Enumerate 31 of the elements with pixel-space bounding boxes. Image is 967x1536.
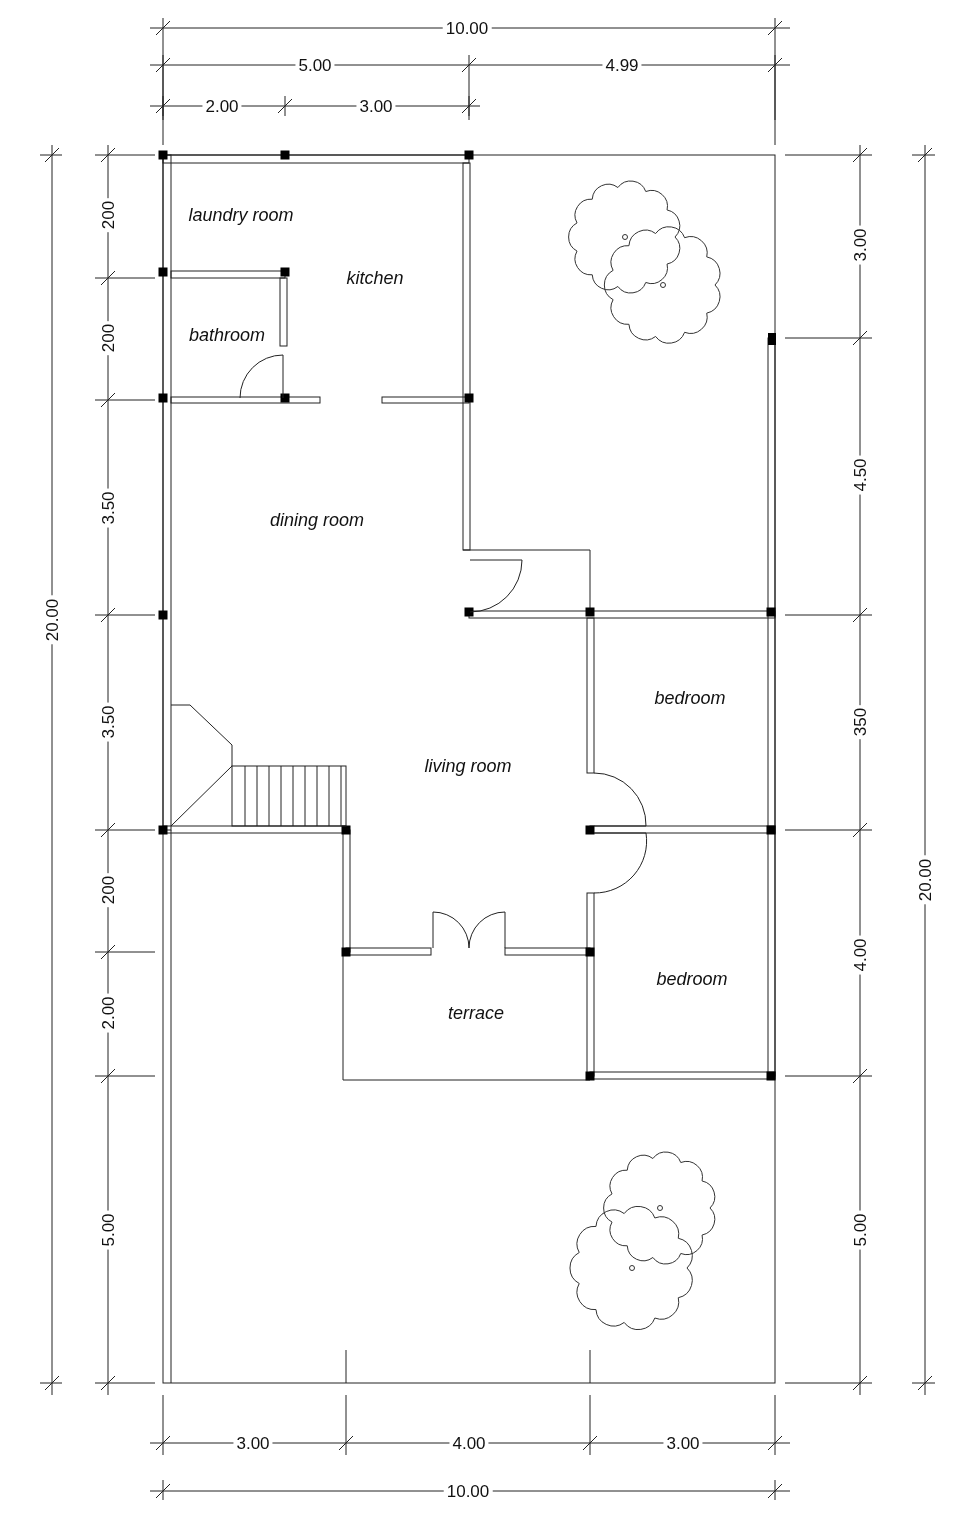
dimension-label: 5.00: [851, 1210, 869, 1250]
dimension-label: 4.00: [449, 1434, 489, 1452]
dimension-label: 10.00: [442, 19, 492, 37]
dimension-label: 20.00: [916, 855, 934, 905]
dimension-label: 3.00: [851, 225, 869, 265]
dimension-label: 2.00: [202, 97, 242, 115]
dimension-label: 10.00: [443, 1482, 493, 1500]
dimension-label: 5.00: [295, 56, 335, 74]
room-label: living room: [424, 757, 512, 775]
dimension-label: 200: [99, 197, 117, 233]
dimension-label: 5.00: [99, 1210, 117, 1250]
dimension-label: 200: [99, 320, 117, 356]
dimension-label: 4.00: [851, 935, 869, 975]
room-label: bathroom: [189, 326, 265, 344]
room-label: laundry room: [188, 206, 294, 224]
dimension-label: 3.50: [99, 488, 117, 528]
dimension-label: 20.00: [43, 595, 61, 645]
dimension-label: 2.00: [99, 993, 117, 1033]
dimension-label: 350: [851, 704, 869, 740]
dimension-label: 3.50: [99, 702, 117, 742]
room-label: dining room: [269, 511, 365, 529]
dimension-label: 3.00: [233, 1434, 273, 1452]
dimension-label: 4.99: [602, 56, 642, 74]
room-label: bedroom: [654, 689, 726, 707]
dimension-label: 4.50: [851, 455, 869, 495]
room-label: terrace: [448, 1004, 504, 1022]
dimension-label: 3.00: [663, 1434, 703, 1452]
room-label: kitchen: [346, 269, 404, 287]
dimension-label: 200: [99, 872, 117, 908]
room-label: bedroom: [656, 970, 728, 988]
dimension-label: 3.00: [356, 97, 396, 115]
